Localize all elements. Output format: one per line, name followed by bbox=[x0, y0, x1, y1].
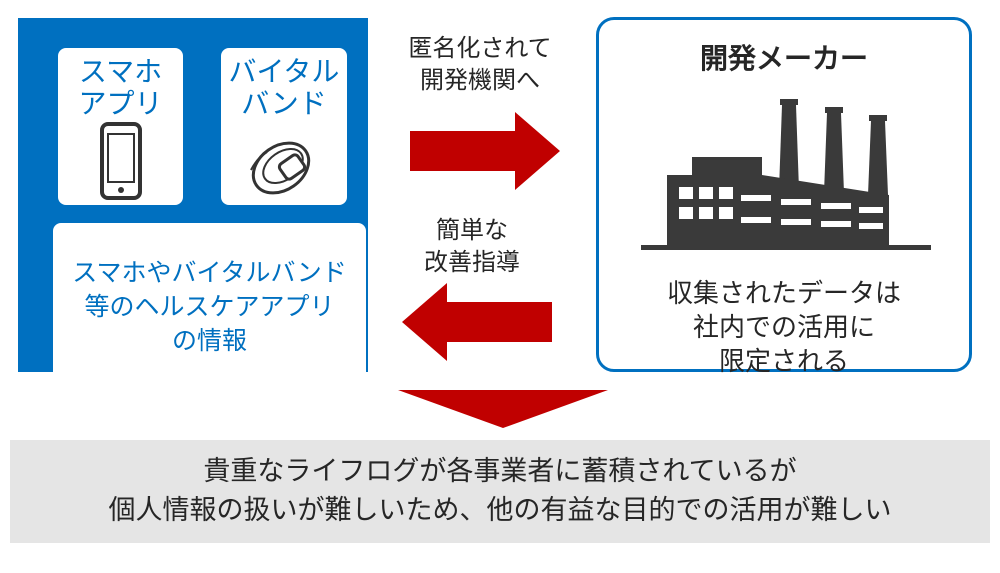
anonymized-transfer-label: 匿名化されて 開発機関へ bbox=[408, 34, 552, 94]
healthcare-app-info-text: スマホやバイタルバンド 等のヘルスケアアプリ の情報 bbox=[72, 258, 347, 355]
healthcare-app-info-card: スマホやバイタルバンド 等のヘルスケアアプリ の情報 bbox=[53, 223, 366, 380]
data-sources-panel: スマホ アプリ バイタル バンド スマホやバイタルバンド 等のヘルスケアアプリ … bbox=[18, 18, 368, 380]
left-arrow bbox=[402, 283, 552, 361]
smartphone-app-card: スマホ アプリ bbox=[58, 48, 183, 205]
developer-maker-title: 開発メーカー bbox=[699, 42, 868, 75]
maker-data-usage-text: 収集されたデータは 社内での活用に 限定される bbox=[666, 279, 901, 377]
developer-maker-panel: 開発メーカー 収集されたデータは 社内での活用に 限定される bbox=[596, 17, 972, 377]
down-arrow bbox=[398, 390, 608, 428]
right-arrow bbox=[410, 112, 560, 190]
conclusion-text: 貴重なライフログが各事業者に蓄積されているが 個人情報の扱いが難しいため、他の有… bbox=[108, 456, 892, 526]
improvement-guidance-label: 簡単な 改善指導 bbox=[424, 216, 520, 276]
vital-band-label: バイタル バンド bbox=[228, 55, 340, 120]
smartphone-app-label: スマホ アプリ bbox=[78, 55, 163, 120]
factory-icon bbox=[641, 99, 931, 250]
conclusion-banner: 貴重なライフログが各事業者に蓄積されているが 個人情報の扱いが難しいため、他の有… bbox=[10, 440, 990, 543]
smartphone-icon bbox=[100, 122, 142, 200]
vital-band-card: バイタル バンド bbox=[221, 48, 347, 205]
wristband-icon bbox=[250, 141, 311, 195]
